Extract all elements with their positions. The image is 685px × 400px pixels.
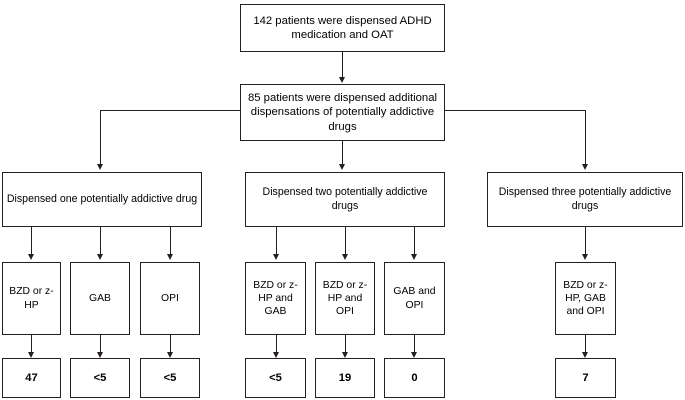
node-drug-gab: GAB (70, 262, 130, 335)
connector-down-group-three (585, 110, 586, 166)
node-root: 142 patients were dispensed ADHD medicat… (240, 4, 445, 52)
node-drug-bzd-zhp-gab-and-opi: BZD or z-HP, GAB and OPI (555, 262, 616, 335)
connector-opi-to-count (170, 335, 171, 354)
node-count-bzd-zhp: 47 (2, 358, 61, 398)
arrowhead-bzd-zhp-and-opi (341, 254, 348, 260)
arrowhead-group-two (338, 164, 345, 170)
connector-bzd-to-count (31, 335, 32, 354)
node-drug-bzd-zhp-and-opi: BZD or z-HP and OPI (315, 262, 375, 335)
node-count-bzd-zhp-and-gab-value: <5 (269, 371, 282, 384)
arrowhead-gab (96, 254, 103, 260)
node-count-bzd-zhp-gab-and-opi-value: 7 (582, 371, 589, 384)
connector-bus-left (100, 110, 240, 111)
arrowhead-count-bzd-zhp-and-opi (341, 352, 348, 358)
node-drug-opi-label: OPI (161, 292, 179, 304)
connector-down-group-one (100, 110, 101, 166)
node-group-two-drugs: Dispensed two potentially addictive drug… (245, 172, 445, 227)
connector-group-one-to-gab (100, 227, 101, 256)
node-group-two-drugs-label: Dispensed two potentially addictive drug… (262, 185, 428, 212)
node-drug-bzd-zhp-label: BZD or z-HP (9, 286, 54, 311)
node-root-label: 142 patients were dispensed ADHD medicat… (253, 14, 432, 41)
arrowhead-opi (166, 254, 173, 260)
connector-triple-to-count (585, 335, 586, 354)
node-count-bzd-zhp-and-opi-value: 19 (338, 371, 352, 384)
node-count-bzd-zhp-value: 47 (25, 371, 38, 384)
node-drug-bzd-zhp: BZD or z-HP (2, 262, 61, 335)
node-group-three-drugs-label: Dispensed three potentially addictive dr… (498, 185, 672, 212)
node-count-gab-value: <5 (93, 371, 107, 384)
node-drug-bzd-zhp-and-gab: BZD or z-HP and GAB (245, 262, 306, 335)
node-drug-opi: OPI (140, 262, 200, 335)
node-count-gab-and-opi: 0 (384, 358, 445, 398)
connector-group-two-to-bzd-opi (345, 227, 346, 256)
connector-bzd-gab-to-count (276, 335, 277, 354)
connector-bus-right (445, 110, 585, 111)
arrowhead-bzd-zhp (27, 254, 34, 260)
node-count-bzd-zhp-and-gab: <5 (245, 358, 306, 398)
arrowhead-count-bzd-zhp-and-gab (272, 352, 279, 358)
node-count-gab-and-opi-value: 0 (411, 371, 418, 384)
connector-root-to-additional (342, 52, 343, 79)
node-drug-gab-and-opi: GAB and OPI (384, 262, 445, 335)
arrowhead-count-gab (96, 352, 103, 358)
connector-group-one-to-bzd (31, 227, 32, 256)
connector-bzd-opi-to-count (345, 335, 346, 354)
arrowhead-gab-and-opi (410, 254, 417, 260)
node-drug-bzd-zhp-and-opi-label: BZD or z-HP and OPI (322, 279, 368, 318)
arrowhead-bzd-zhp-and-gab (272, 254, 279, 260)
node-count-bzd-zhp-gab-and-opi: 7 (555, 358, 616, 398)
node-additional: 85 patients were dispensed additional di… (240, 84, 445, 141)
node-drug-bzd-zhp-gab-and-opi-label: BZD or z-HP, GAB and OPI (563, 279, 608, 318)
arrowhead-bzd-zhp-gab-and-opi (581, 254, 588, 260)
arrowhead-root-to-additional (338, 77, 345, 83)
node-group-three-drugs: Dispensed three potentially addictive dr… (487, 172, 683, 227)
node-count-gab: <5 (70, 358, 130, 398)
connector-group-two-to-bzd-gab (276, 227, 277, 256)
arrowhead-group-three (581, 164, 588, 170)
node-additional-label: 85 patients were dispensed additional di… (247, 91, 438, 133)
node-drug-bzd-zhp-and-gab-label: BZD or z-HP and GAB (253, 279, 298, 318)
connector-down-group-two (342, 141, 343, 166)
node-count-opi-value: <5 (163, 371, 177, 384)
node-group-one-drug: Dispensed one potentially addictive drug (2, 172, 202, 227)
arrowhead-count-gab-and-opi (410, 352, 417, 358)
arrowhead-count-bzd-zhp-gab-and-opi (581, 352, 588, 358)
node-count-opi: <5 (140, 358, 200, 398)
node-drug-gab-label: GAB (89, 292, 111, 304)
arrowhead-count-bzd-zhp (27, 352, 34, 358)
connector-gab-to-count (100, 335, 101, 354)
connector-group-two-to-gab-opi (414, 227, 415, 256)
arrowhead-group-one (96, 164, 103, 170)
connector-group-one-to-opi (170, 227, 171, 256)
connector-gab-opi-to-count (414, 335, 415, 354)
node-group-one-drug-label: Dispensed one potentially addictive drug (6, 192, 198, 205)
node-drug-gab-and-opi-label: GAB and OPI (393, 286, 436, 311)
arrowhead-count-opi (166, 352, 173, 358)
connector-group-three-to-triple (585, 227, 586, 256)
node-count-bzd-zhp-and-opi: 19 (315, 358, 375, 398)
